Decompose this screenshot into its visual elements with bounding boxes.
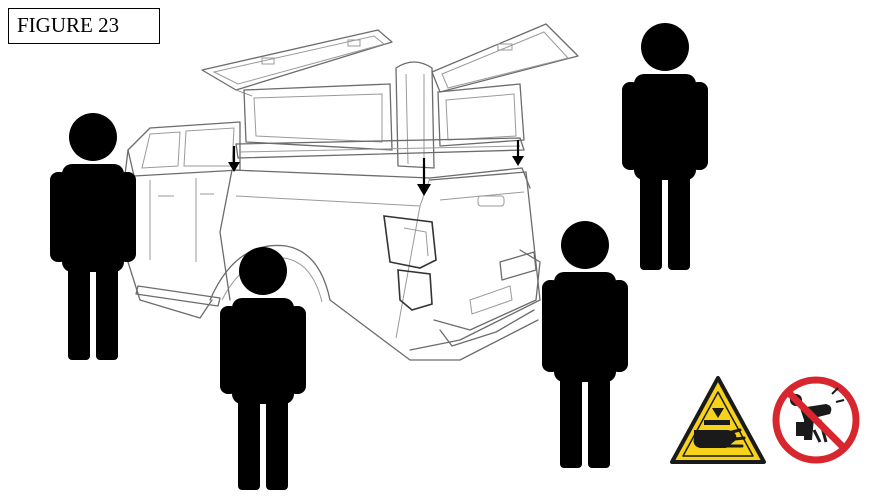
- canopy-illustration: [201, 23, 579, 196]
- person-left: [50, 113, 136, 360]
- person-right: [622, 23, 708, 270]
- no-heavy-lifting-icon: [772, 376, 860, 464]
- figure-label: FIGURE 23: [8, 8, 160, 44]
- truck-illustration: [121, 121, 541, 361]
- hand-crush-warning-icon: [670, 376, 766, 464]
- person-rear: [542, 221, 628, 468]
- person-front: [220, 247, 306, 490]
